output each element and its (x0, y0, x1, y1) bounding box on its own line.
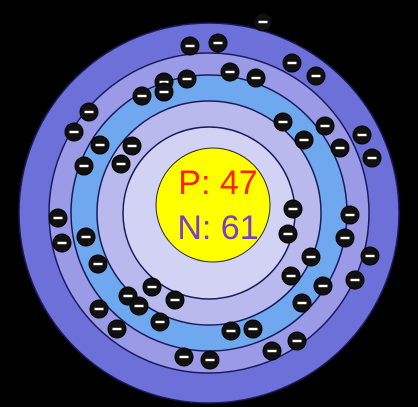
electron (200, 350, 220, 370)
electron (313, 276, 333, 296)
protons-label: P: 47 (178, 164, 257, 202)
electron (180, 36, 200, 56)
electron (165, 290, 185, 310)
electron (294, 130, 314, 150)
electron (262, 341, 282, 361)
electron (64, 122, 84, 142)
electron (111, 154, 131, 174)
neutrons-label: N: 61 (177, 209, 258, 247)
electron (287, 331, 307, 351)
electron (129, 296, 149, 316)
electron (335, 228, 355, 248)
electron (90, 135, 110, 155)
electrons (48, 12, 382, 370)
electron (174, 347, 194, 367)
electron (243, 319, 263, 339)
electron (301, 247, 321, 267)
electron (246, 68, 266, 88)
electron (221, 321, 241, 341)
electron (283, 199, 303, 219)
nucleus: P: 47 N: 61 (155, 147, 271, 263)
electron (220, 62, 240, 82)
electron (122, 136, 142, 156)
electron (52, 233, 72, 253)
electron (177, 69, 197, 89)
electron (107, 319, 127, 339)
electron (79, 102, 99, 122)
electron (89, 299, 109, 319)
electron (132, 86, 152, 106)
electron (253, 12, 273, 32)
electron (76, 227, 96, 247)
electron (360, 246, 380, 266)
electron (330, 138, 350, 158)
electron (88, 254, 108, 274)
electron (345, 270, 365, 290)
electron (150, 312, 170, 332)
electron (281, 266, 301, 286)
electron (362, 148, 382, 168)
electron (315, 116, 335, 136)
electron (142, 277, 162, 297)
electron (352, 125, 372, 145)
nucleus-circle (155, 147, 271, 263)
electron (340, 205, 360, 225)
electron (273, 112, 293, 132)
electron (278, 224, 298, 244)
electron (292, 293, 312, 313)
electron (48, 208, 68, 228)
electron (74, 156, 94, 176)
electron (208, 33, 228, 53)
electron (306, 66, 326, 86)
electron (282, 53, 302, 73)
electron (154, 82, 174, 102)
